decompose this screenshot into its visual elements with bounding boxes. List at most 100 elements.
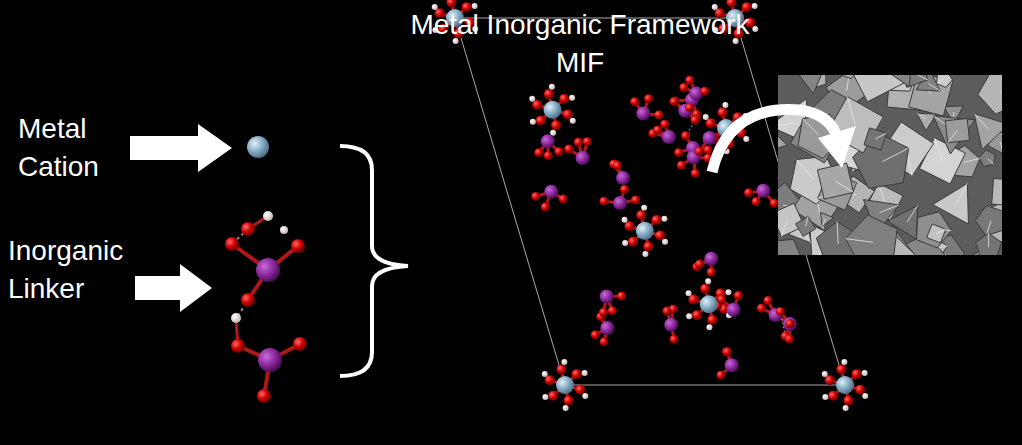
oxygen-atom: [545, 375, 555, 385]
hydrogen-atom: [550, 130, 556, 136]
oxygen-atom: [636, 210, 646, 220]
crystal-edge: [988, 159, 994, 165]
crystal-edge: [988, 233, 989, 247]
crystal-particle: [975, 206, 1002, 236]
label: Inorganic Linker: [8, 232, 123, 308]
oxygen-atom: [556, 364, 566, 374]
oxygen-atom: [844, 396, 854, 406]
crystal-edge: [935, 138, 943, 161]
crystal-particle: [796, 216, 816, 236]
oxygen-atom: [836, 364, 846, 374]
oxygen-atom: [681, 131, 690, 140]
iodine-atom: [544, 185, 558, 199]
crystal-edge: [929, 83, 941, 91]
crystal-edge: [822, 219, 825, 227]
iodine-atom: [541, 134, 555, 148]
oxygen-atom: [554, 147, 563, 156]
crystal-edge: [936, 229, 946, 233]
crystal-edge: [937, 79, 944, 83]
block-arrow: [135, 264, 212, 312]
oxygen-atom: [707, 315, 717, 325]
bonds: [440, 2, 861, 400]
crystal-particle: [927, 224, 946, 243]
iodine-atom: [704, 252, 718, 266]
crystal-particle: [849, 75, 905, 102]
oxygen-atom: [625, 221, 635, 231]
oxygen-atom: [679, 83, 688, 92]
crystal-edge: [974, 114, 988, 130]
hydrogen-atom: [703, 114, 709, 120]
crystal-particle: [945, 119, 969, 143]
hydrogen-atom: [706, 324, 712, 330]
crystal-particle: [937, 75, 953, 88]
oxygen-atom: [825, 375, 835, 385]
oxygen-atom: [591, 330, 600, 339]
iodine-atom: [703, 131, 717, 145]
oxygen-atom: [734, 291, 743, 300]
crystal-particle: [817, 163, 853, 199]
oxygen-atom: [704, 145, 713, 154]
curved-arrow: [712, 110, 836, 172]
crystal-particle: [888, 75, 912, 87]
oxygen-atom: [564, 145, 573, 154]
oxygen-atom: [572, 369, 582, 379]
crystal-edge: [778, 123, 795, 126]
hydrogen-atom: [743, 136, 749, 142]
iodine-atom: [783, 317, 797, 331]
crystal-particle: [778, 239, 805, 255]
atoms: [432, 0, 869, 411]
iodine-atom: [636, 107, 650, 121]
oxygen-atom: [726, 0, 736, 7]
oxygen-atom: [563, 109, 573, 119]
oxygen-atom: [548, 391, 558, 401]
hydrogen-atom: [686, 290, 692, 296]
oxygen-atom: [532, 100, 542, 110]
oxygen-atom: [828, 391, 838, 401]
iodine-atom: [726, 303, 740, 317]
hydrogen-atom: [622, 240, 628, 246]
oxygen-atom: [655, 231, 665, 241]
crystal-particle: [820, 212, 833, 226]
oxygen-atom: [757, 304, 766, 313]
oxygen-atom: [628, 237, 638, 247]
hydrogen-atom: [822, 394, 828, 400]
oxygen-atom: [852, 369, 862, 379]
oxygen-atom: [695, 147, 704, 156]
hydrogen-atom: [661, 216, 667, 222]
iodine-atom: [616, 171, 630, 185]
crystal-edge: [914, 75, 928, 80]
oxygen-atom: [652, 215, 662, 225]
crystal-edge: [917, 113, 927, 119]
hydrogen-atom: [641, 205, 647, 211]
oxygen-atom: [669, 97, 678, 106]
hydrogen-atom: [752, 26, 758, 32]
crystal-particle: [933, 116, 975, 154]
hydrogen-atom: [686, 313, 692, 319]
oxygen-atom: [620, 185, 629, 194]
oxygen-atom: [685, 76, 694, 85]
unit-cell: [455, 18, 845, 385]
iodine-atom: [725, 358, 739, 372]
crystal-edge: [803, 119, 819, 136]
oxygen-atom: [717, 107, 727, 117]
oxygen-atom: [551, 120, 561, 130]
crystal-particle: [788, 75, 830, 94]
crystal-edge: [1000, 142, 1002, 154]
hydrogen-atom: [582, 393, 588, 399]
hydrogen-atom: [862, 370, 868, 376]
oxygen-atom: [644, 94, 653, 103]
oxygen-atom: [706, 118, 716, 128]
crystal-edge: [945, 253, 951, 255]
hydrogen-atom: [542, 394, 548, 400]
oxygen-atom: [531, 192, 540, 201]
block-arrow: [130, 124, 232, 172]
iodine-atom: [613, 196, 627, 210]
metal-atom: [556, 376, 574, 394]
crystal-edge: [956, 183, 967, 204]
oxygen-atom: [653, 125, 662, 134]
oxygen-atom: [617, 292, 626, 301]
oxygen-atom: [600, 337, 609, 346]
oxygen-atom: [785, 319, 794, 328]
oxygen-atom: [700, 284, 710, 294]
